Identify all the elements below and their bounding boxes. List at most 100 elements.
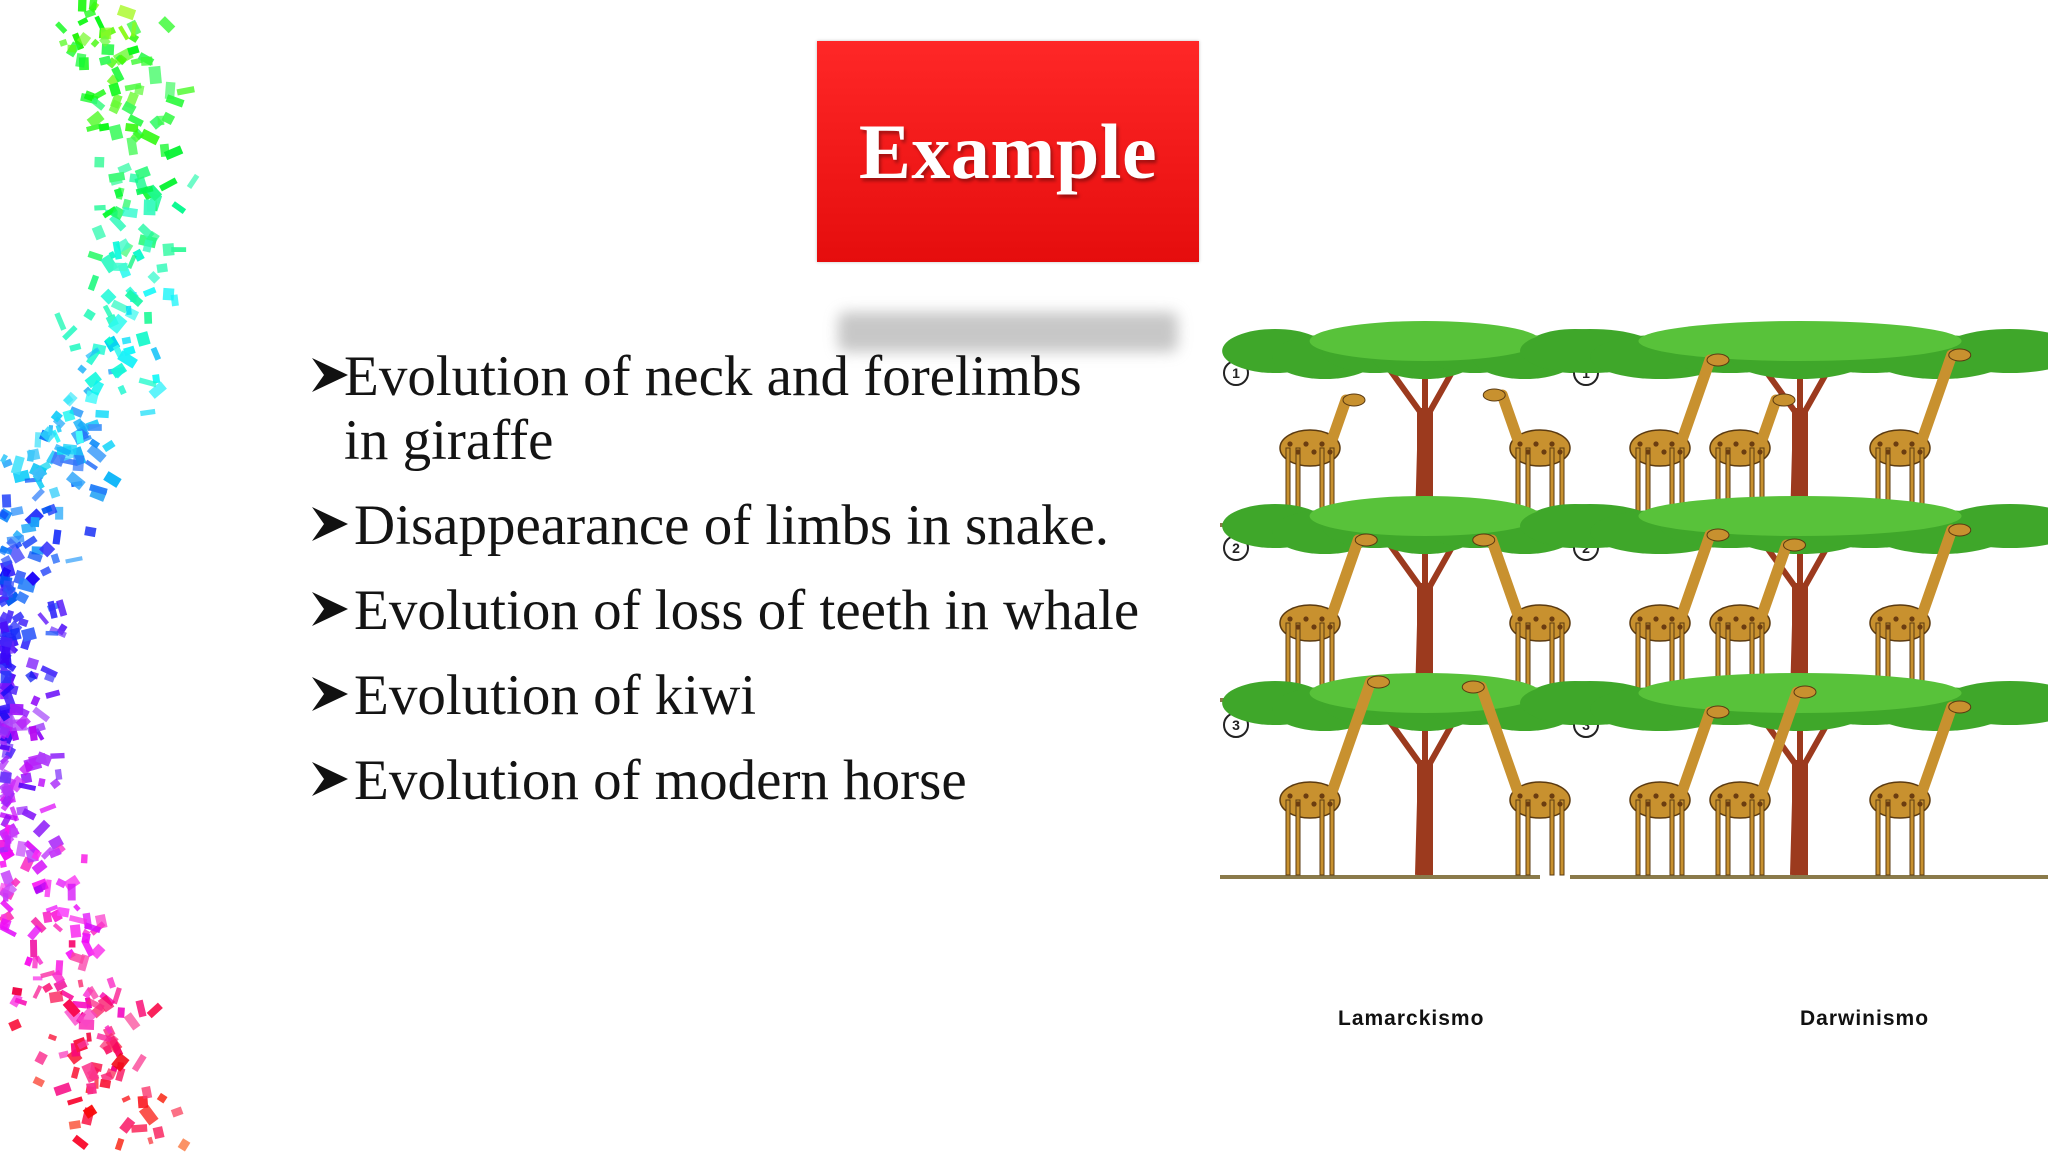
- giraffe-spot: [1517, 616, 1523, 622]
- confetti-piece: [65, 556, 83, 564]
- giraffe-spot: [1645, 624, 1651, 630]
- giraffe-spot: [1733, 441, 1739, 447]
- confetti-piece: [72, 32, 85, 51]
- giraffe-leg: [1909, 799, 1915, 876]
- confetti-piece: [34, 432, 42, 448]
- confetti-piece: [17, 617, 29, 628]
- giraffe-head: [1482, 388, 1506, 402]
- giraffe-spot: [1901, 449, 1907, 455]
- confetti-piece: [0, 620, 10, 634]
- giraffe-spot: [1637, 793, 1643, 799]
- confetti-piece: [77, 364, 87, 374]
- giraffe-body: [1709, 604, 1771, 642]
- confetti-piece: [62, 391, 78, 407]
- confetti-piece: [59, 989, 75, 1001]
- bullet-text: Evolution of loss of teeth in whale: [354, 579, 1140, 642]
- confetti-piece: [96, 1033, 112, 1043]
- confetti-piece: [6, 537, 18, 549]
- confetti-piece: [137, 1095, 149, 1109]
- confetti-piece: [116, 54, 128, 65]
- giraffe-spot: [1525, 801, 1531, 807]
- confetti-piece: [44, 879, 52, 898]
- ground-line: [1220, 875, 1540, 879]
- confetti-piece: [50, 451, 66, 467]
- confetti-piece: [104, 336, 115, 346]
- confetti-piece: [176, 86, 195, 96]
- slide-title: Example: [858, 107, 1158, 195]
- confetti-piece: [27, 924, 42, 941]
- confetti-piece: [32, 1076, 45, 1088]
- giraffe-body: [1869, 429, 1931, 467]
- giraffe-spot: [1311, 624, 1317, 630]
- giraffe-spot: [1741, 449, 1747, 455]
- confetti-piece: [21, 535, 38, 550]
- giraffe-spot: [1295, 624, 1301, 630]
- confetti-piece: [140, 56, 153, 66]
- giraffe-leg: [1679, 799, 1685, 876]
- giraffe-body: [1629, 604, 1691, 642]
- confetti-piece: [147, 1136, 154, 1145]
- giraffe-spot: [1725, 801, 1731, 807]
- confetti-piece: [85, 997, 105, 1012]
- confetti-piece: [132, 248, 145, 262]
- confetti-piece: [11, 611, 25, 624]
- step-number: 1: [1232, 365, 1240, 381]
- bullet-item: Evolution of loss of teeth in whale: [306, 579, 1206, 643]
- giraffe-spot: [1741, 801, 1747, 807]
- confetti-piece: [116, 4, 137, 21]
- confetti-piece: [45, 689, 61, 699]
- caption-lamarckismo: Lamarckismo: [1338, 1007, 1485, 1030]
- confetti-piece: [84, 922, 102, 934]
- confetti-piece: [54, 312, 67, 331]
- confetti-piece: [30, 516, 40, 528]
- giraffe-spot: [1287, 793, 1293, 799]
- confetti-piece: [163, 145, 184, 161]
- confetti-piece: [114, 1137, 125, 1151]
- confetti-piece: [62, 409, 76, 422]
- tree-foliage: [1309, 321, 1541, 361]
- confetti-piece: [117, 1007, 125, 1018]
- giraffe-head: [1948, 700, 1972, 714]
- confetti-piece: [9, 993, 23, 1008]
- giraffe-spot: [1717, 793, 1723, 799]
- confetti-piece: [95, 409, 110, 419]
- confetti-piece: [0, 683, 15, 697]
- giraffe-leg: [1725, 799, 1731, 876]
- bullet-item: Evolution of neck and forelimbs in giraf…: [306, 345, 1206, 473]
- confetti-piece: [53, 978, 68, 992]
- confetti-piece: [0, 744, 10, 751]
- bullet-item: Evolution of kiwi: [306, 664, 1206, 728]
- bullet-list: Evolution of neck and forelimbs in giraf…: [306, 345, 1206, 834]
- confetti-piece: [0, 789, 16, 808]
- confetti-piece: [186, 173, 200, 189]
- giraffe-spot: [1549, 441, 1555, 447]
- confetti-piece: [121, 336, 132, 345]
- confetti-piece: [21, 808, 37, 821]
- tree-trunk: [1417, 583, 1433, 698]
- step-number: 2: [1232, 540, 1240, 556]
- giraffe-spot: [1901, 624, 1907, 630]
- tree-trunk: [1792, 583, 1808, 698]
- confetti-piece: [102, 439, 116, 453]
- confetti-piece: [66, 1048, 83, 1065]
- giraffe-spot: [1287, 441, 1293, 447]
- giraffe-body: [1709, 781, 1771, 819]
- giraffe-spot: [1893, 441, 1899, 447]
- confetti-piece: [115, 1067, 126, 1082]
- giraffe-spot: [1653, 616, 1659, 622]
- confetti-piece: [49, 778, 61, 790]
- giraffe-head: [1772, 393, 1796, 407]
- confetti-piece: [6, 542, 26, 564]
- confetti-piece: [110, 205, 125, 221]
- confetti-piece: [30, 695, 41, 707]
- tree-foliage: [1940, 329, 2048, 373]
- giraffe-leg: [1875, 799, 1881, 876]
- giraffe-spot: [1917, 624, 1923, 630]
- confetti-piece: [72, 454, 85, 472]
- confetti-piece: [127, 45, 140, 56]
- confetti-piece: [10, 506, 24, 517]
- confetti-piece: [68, 940, 76, 948]
- confetti-piece: [148, 65, 162, 85]
- confetti-piece: [121, 1095, 131, 1103]
